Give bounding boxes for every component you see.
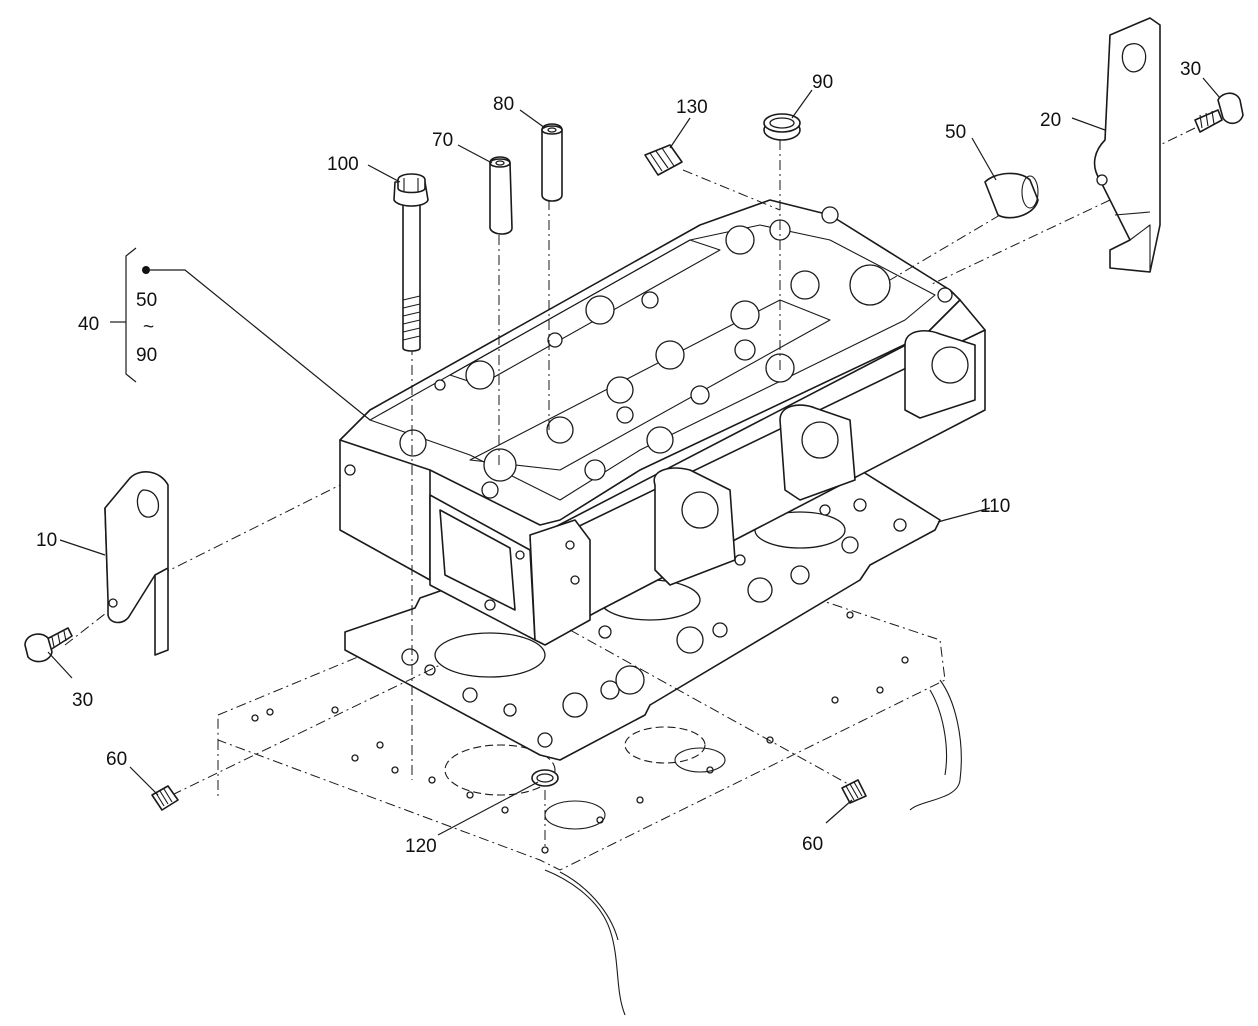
group-40-bracket bbox=[110, 247, 371, 421]
callout-labels: 10 20 30 30 40 50 ~ 90 50 60 60 70 80 90… bbox=[36, 59, 1201, 857]
callout-100: 100 bbox=[327, 154, 359, 175]
callout-30-right: 30 bbox=[1180, 59, 1201, 80]
bolt-30-right bbox=[1194, 92, 1244, 133]
assembly-lines bbox=[64, 127, 1196, 850]
callout-60-right: 60 bbox=[802, 834, 823, 855]
valve-guide-80 bbox=[541, 123, 563, 202]
lifting-bracket-right bbox=[1093, 17, 1161, 273]
callout-60-left: 60 bbox=[106, 749, 127, 770]
plug-50 bbox=[984, 172, 1039, 219]
callout-40: 40 bbox=[78, 314, 99, 335]
callout-110: 110 bbox=[980, 496, 1010, 517]
plug-130 bbox=[644, 144, 683, 176]
callout-130: 130 bbox=[676, 97, 708, 118]
screw-60-right bbox=[841, 779, 867, 804]
valve-guide-70 bbox=[489, 156, 513, 235]
block-holes bbox=[251, 611, 909, 854]
callout-40-range-tilde: ~ bbox=[143, 317, 154, 338]
callout-10: 10 bbox=[36, 530, 57, 551]
callout-90: 90 bbox=[812, 72, 833, 93]
cylinder-head bbox=[339, 199, 986, 646]
callout-30-left: 30 bbox=[72, 690, 93, 711]
callout-leaders bbox=[47, 77, 1221, 836]
screw-60-left bbox=[151, 785, 179, 811]
callout-50: 50 bbox=[945, 122, 966, 143]
head-bolt-100 bbox=[393, 173, 429, 352]
seal-ring-90 bbox=[763, 113, 801, 141]
callout-120: 120 bbox=[405, 836, 437, 857]
callout-20: 20 bbox=[1040, 110, 1061, 131]
dowel-ring-120 bbox=[531, 769, 559, 787]
callout-40-range-start: 50 bbox=[136, 290, 157, 311]
bolt-30-left bbox=[24, 627, 73, 663]
callout-80: 80 bbox=[493, 94, 514, 115]
callout-70: 70 bbox=[432, 130, 453, 151]
lifting-bracket-left bbox=[104, 471, 169, 656]
callout-40-range-end: 90 bbox=[136, 345, 157, 366]
